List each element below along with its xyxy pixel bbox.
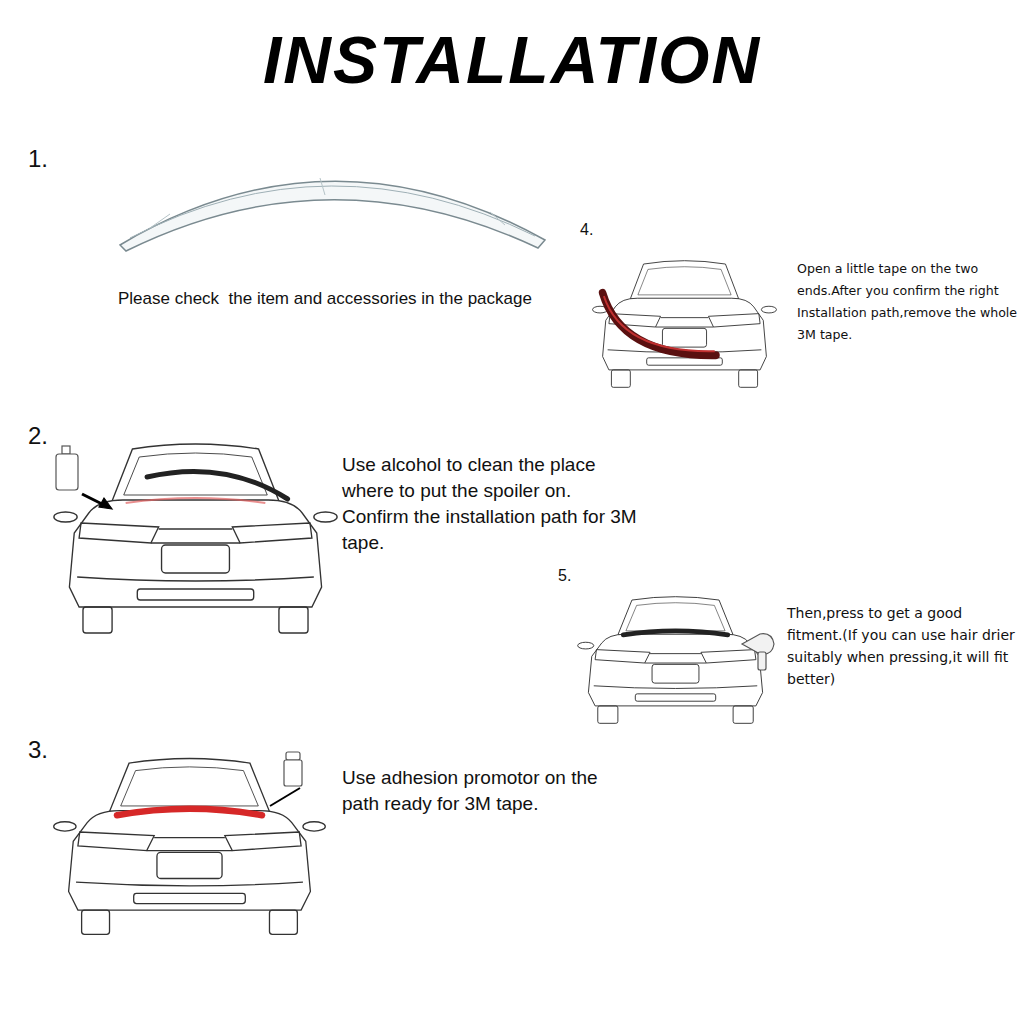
step-text: Open a little tape on the two ends.After…: [797, 258, 1019, 346]
step-text: Use adhesion promotor on the path ready …: [342, 765, 632, 817]
step-number: 3.: [28, 736, 68, 764]
hair-dryer: [742, 634, 774, 670]
car-rear: [54, 444, 337, 633]
step-number: 5.: [558, 566, 588, 586]
adhesion-promoter: [270, 752, 302, 806]
step-text: Then,press to get a good fitment.(If you…: [787, 602, 1017, 690]
page-title: INSTALLATION: [0, 22, 1024, 98]
alcohol-bottle: [56, 446, 112, 509]
step-text: Use alcohol to clean the place where to …: [342, 452, 642, 556]
step-number: 1.: [28, 145, 68, 173]
car-rear: [578, 597, 774, 724]
spoiler: [120, 178, 545, 251]
step-number: 4.: [580, 220, 610, 240]
step-text: Please check the item and accessories in…: [118, 288, 578, 310]
step-number: 2.: [28, 422, 68, 450]
car-rear: [593, 261, 777, 388]
car-rear: [54, 759, 326, 935]
